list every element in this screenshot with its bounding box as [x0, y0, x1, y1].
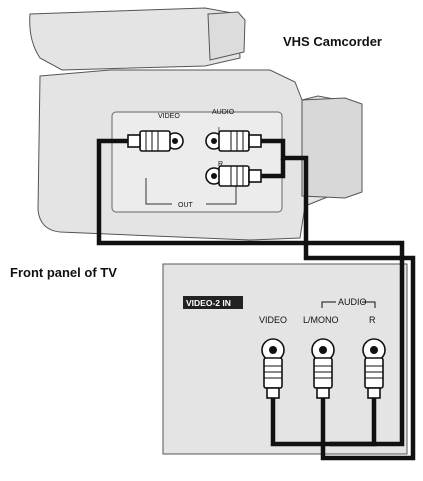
- audio-left-cable: [261, 138, 416, 461]
- tv-jack-label-video: VIDEO: [259, 315, 287, 325]
- camcorder-audio-left-jack: [205, 130, 262, 152]
- audio-right-cable-tv: [330, 398, 377, 447]
- tv-video-jack: [261, 338, 285, 399]
- tv-input-badge-bg: [183, 296, 243, 309]
- camcorder-video-label: VIDEO: [158, 113, 180, 120]
- camcorder-audio-right-jack: [205, 165, 262, 187]
- camcorder-title: VHS Camcorder: [283, 34, 382, 49]
- video-cable: [96, 138, 405, 447]
- camcorder-jack-panel: [111, 111, 283, 213]
- tv-jack-label-r: R: [369, 315, 376, 325]
- camcorder-eyepiece: [207, 11, 246, 61]
- tv-jack-label-lmono: L/MONO: [303, 315, 339, 325]
- camcorder: VIDEO AUDIO L R OUT: [29, 7, 363, 241]
- cables: [96, 138, 416, 461]
- camcorder-out-label: OUT: [178, 202, 194, 209]
- audio-right-cable: [261, 158, 286, 179]
- tv-input-badge: VIDEO-2 IN: [186, 298, 231, 308]
- tv-panel-title: Front panel of TV: [10, 265, 117, 280]
- camcorder-audio-label: AUDIO: [212, 109, 235, 116]
- tv-audio-left-jack: [311, 338, 335, 399]
- tv-audio-bracket: [321, 301, 376, 308]
- camcorder-lens: [301, 97, 363, 199]
- tv-audio-group-label: AUDIO: [338, 297, 367, 307]
- camcorder-video-jack: [127, 130, 184, 152]
- tv-front-panel: VIDEO-2 IN AUDIO VIDEO L/MONO R: [162, 263, 408, 455]
- camcorder-audio-right-label: R: [218, 161, 223, 168]
